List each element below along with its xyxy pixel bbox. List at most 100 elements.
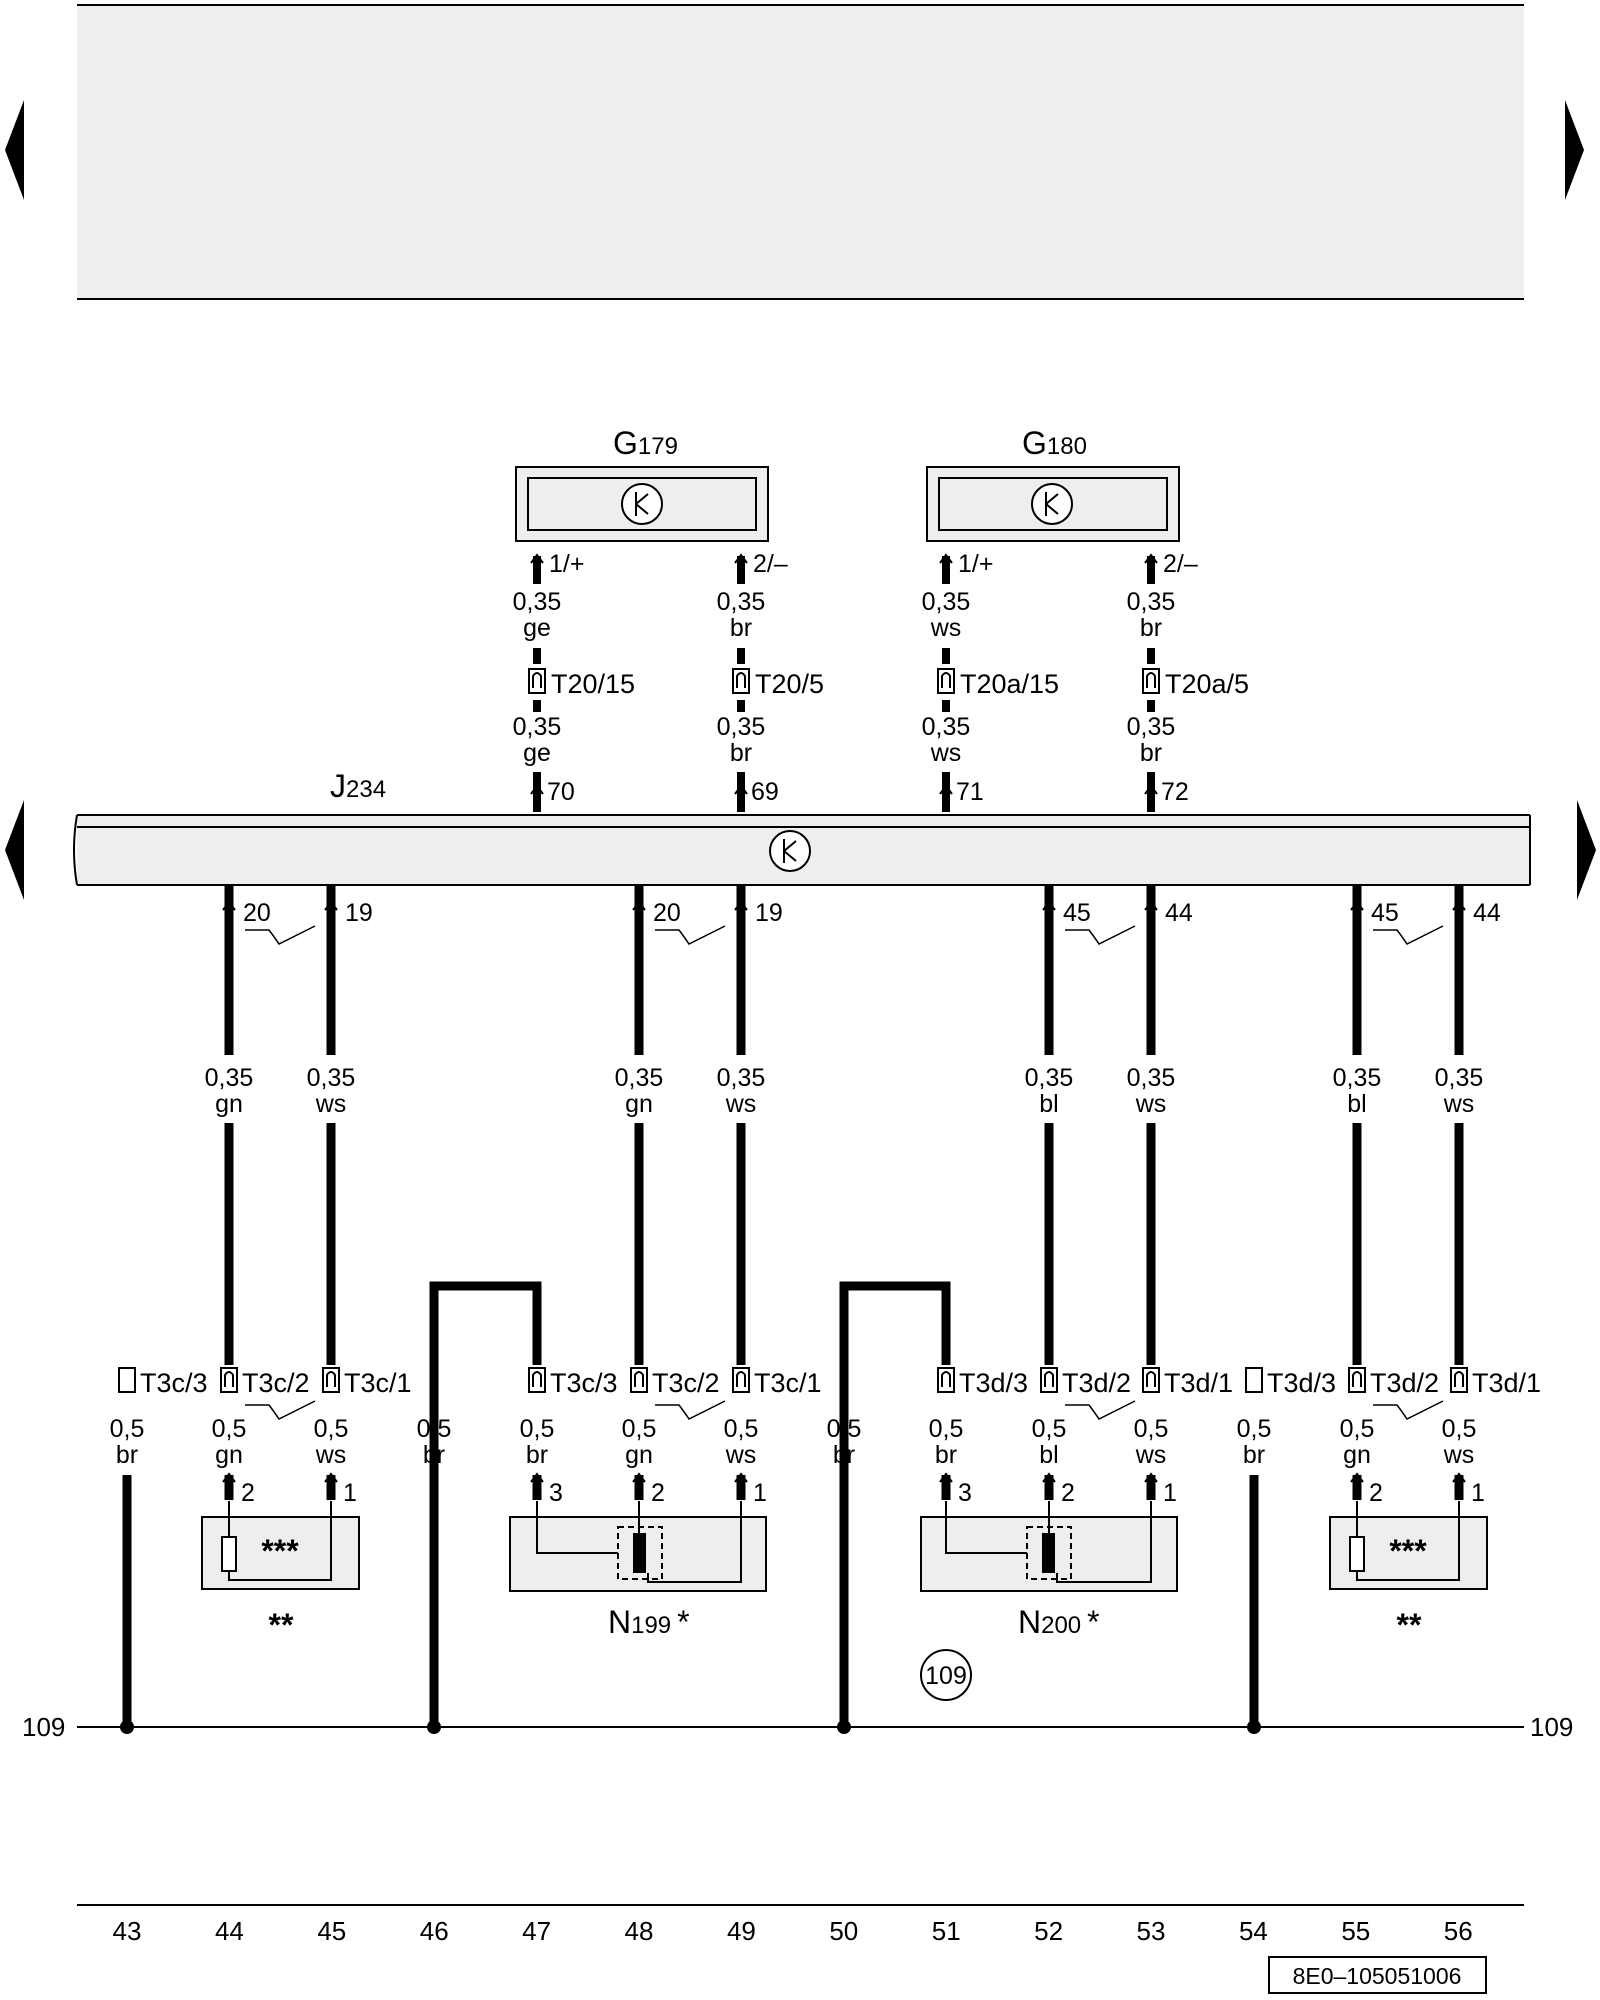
wire-color: br	[423, 1441, 445, 1469]
sensor-g180: G180	[926, 425, 1180, 542]
n199-label: N	[608, 1604, 631, 1640]
j234-pin-label: 19	[755, 899, 783, 927]
svg-text:G179: G179	[613, 425, 678, 461]
connector-pin	[1352, 1371, 1362, 1387]
connector-icon	[1040, 1367, 1058, 1393]
wire-gauge: 0,5	[622, 1415, 657, 1443]
sensor-g179: G179	[515, 425, 769, 542]
wire-color: br	[526, 1441, 548, 1469]
wire-gauge: 0,35	[1333, 1064, 1382, 1092]
resistor-label: **	[269, 1607, 294, 1643]
wire-color: ge	[523, 739, 551, 767]
ground-bridge-wire	[429, 1281, 542, 1727]
j234-pin-label: 45	[1371, 899, 1399, 927]
wire-color: gn	[625, 1090, 653, 1118]
next-section-arrow-icon[interactable]	[1577, 800, 1596, 900]
twisted-pair-marker	[655, 1400, 726, 1420]
n199-note: *	[677, 1604, 689, 1640]
lower-connector: 0,5br	[827, 1415, 862, 1469]
ground-label-left: 109	[22, 1712, 65, 1742]
component-pin-label: 1	[1163, 1479, 1177, 1507]
wire-color: ws	[725, 1441, 757, 1469]
pin-arrow	[1452, 900, 1466, 911]
component-pin-label: 1	[1471, 1479, 1485, 1507]
pin-arrow	[734, 784, 748, 795]
g179-label: G	[613, 425, 638, 461]
valve-n200: N200*	[920, 1501, 1178, 1640]
resistor-left: *** **	[201, 1501, 360, 1643]
coil-icon	[1042, 1533, 1055, 1573]
svg-text:N200*: N200*	[1018, 1604, 1100, 1640]
ground-bridge-wire	[839, 1281, 951, 1727]
next-page-arrow-icon[interactable]	[1565, 100, 1584, 200]
connector-body	[118, 1367, 136, 1393]
wire-color: br	[1243, 1441, 1265, 1469]
component-pin-label: 2	[1061, 1479, 1075, 1507]
wire-color: br	[1140, 614, 1162, 642]
resistor-right: *** **	[1329, 1501, 1488, 1643]
component-pin-label: 1	[753, 1479, 767, 1507]
component-pin-label: 3	[958, 1479, 972, 1507]
wire-gauge: 0,5	[417, 1415, 452, 1443]
wire-gauge: 0,5	[929, 1415, 964, 1443]
wire-gauge: 0,35	[1127, 713, 1176, 741]
coil-icon	[633, 1533, 646, 1573]
wire-gauge: 0,35	[922, 588, 971, 616]
connector-icon	[937, 1367, 955, 1393]
pin-arrow	[1144, 900, 1158, 911]
wire-color: ws	[1443, 1090, 1475, 1118]
doc-code: 8E0–105051006	[1293, 1963, 1462, 1989]
connector-label: T3d/1	[1164, 1368, 1233, 1398]
wire-gauge: 0,5	[827, 1415, 862, 1443]
wire-color: gn	[1343, 1441, 1371, 1469]
connector-pin	[941, 1371, 951, 1387]
pin-arrow	[939, 1472, 953, 1483]
pin-arrow	[1144, 553, 1158, 564]
wire-color: br	[1140, 739, 1162, 767]
wire-gauge: 0,35	[717, 713, 766, 741]
transistor-icon	[769, 830, 811, 872]
sensor-pin-label: 1/+	[958, 550, 993, 578]
pin-arrow	[1144, 784, 1158, 795]
pin-arrow	[324, 1472, 338, 1483]
wire-color: bl	[1039, 1090, 1058, 1118]
connector-label: T20a/15	[960, 669, 1059, 699]
n200-note: *	[1087, 1604, 1099, 1640]
wire-color: ws	[930, 739, 962, 767]
wire-color: br	[935, 1441, 957, 1469]
prev-section-arrow-icon[interactable]	[5, 800, 24, 900]
prev-page-arrow-icon[interactable]	[5, 100, 24, 200]
wire-gauge: 0,35	[513, 588, 562, 616]
column-number: 45	[317, 1916, 346, 1946]
lower-connector: T3d/30,5br	[1237, 1367, 1336, 1734]
resistor-icon	[1349, 1536, 1365, 1572]
g180-number: 180	[1047, 433, 1087, 460]
j234-pin-label: 44	[1473, 899, 1501, 927]
wire-gauge: 0,5	[314, 1415, 349, 1443]
wire-gauge: 0,5	[1032, 1415, 1067, 1443]
connector-icon	[1142, 668, 1160, 694]
connector-label: T3d/2	[1062, 1368, 1131, 1398]
connector-pin	[736, 672, 746, 688]
pin-arrow	[222, 900, 236, 911]
pin-arrow	[734, 900, 748, 911]
twisted-pair-marker	[245, 925, 316, 945]
twisted-pair-marker	[1373, 1400, 1444, 1420]
wire-color: ws	[315, 1090, 347, 1118]
wire-color: br	[833, 1441, 855, 1469]
doc-code-box	[1268, 1956, 1487, 1994]
connector-icon	[118, 1367, 136, 1393]
connector-label: T20/15	[551, 669, 635, 699]
wire-gauge: 0,5	[110, 1415, 145, 1443]
lower-connector: 0,5br	[417, 1415, 452, 1469]
column-number: 44	[215, 1916, 244, 1946]
